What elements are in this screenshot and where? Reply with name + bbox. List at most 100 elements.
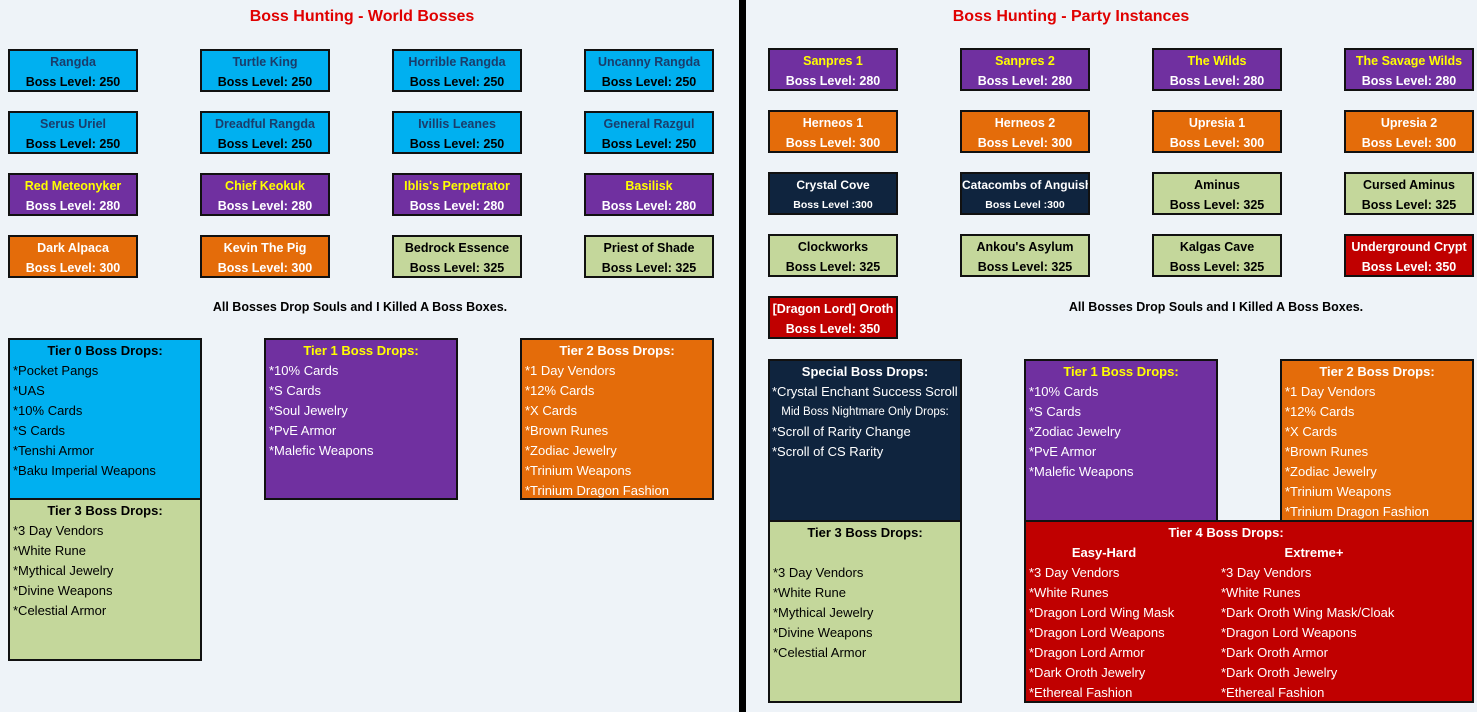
world-bosses-note: All Bosses Drop Souls and I Killed A Bos… — [212, 300, 508, 314]
boss-name: Dark Alpaca — [37, 241, 109, 255]
boss-name: Upresia 1 — [1188, 116, 1246, 130]
drop-item: *Baku Imperial Weapons — [13, 463, 156, 478]
boss-level: Boss Level: 325 — [601, 261, 697, 275]
boss-name: Serus Uriel — [39, 117, 106, 131]
drop-item: *Celestial Armor — [773, 645, 867, 660]
drop-item: *White Rune — [773, 585, 846, 600]
drop-item: *1 Day Vendors — [525, 363, 616, 378]
boss-level: Boss Level: 325 — [1169, 198, 1265, 212]
boss-name: Horrible Rangda — [408, 55, 506, 69]
tier3-heading: Tier 3 Boss Drops: — [807, 525, 923, 540]
drop-item: *12% Cards — [1285, 404, 1355, 419]
panel-divider — [739, 0, 746, 712]
drop-item: *Trinium Dragon Fashion — [525, 483, 670, 498]
boss-level: Boss Level: 280 — [1169, 74, 1265, 88]
world-tier3-drops: Tier 3 Boss Drops: *3 Day Vendors *White… — [8, 498, 202, 661]
drop-item: *Pocket Pangs — [13, 363, 99, 378]
party-tier1-drops: Tier 1 Boss Drops: *10% Cards *S Cards *… — [1024, 359, 1218, 522]
boss-name: [Dragon Lord] Oroth — [772, 302, 894, 316]
drop-item: *Divine Weapons — [773, 625, 873, 640]
boss-level: Boss Level: 325 — [409, 261, 505, 275]
boss-level: Boss Level: 280 — [409, 199, 505, 213]
boss-level: Boss Level: 280 — [25, 199, 121, 213]
drop-item: *Mythical Jewelry — [773, 605, 874, 620]
drop-item: *Mythical Jewelry — [13, 563, 114, 578]
boss-name: Priest of Shade — [603, 241, 695, 255]
boss-level: Boss Level: 250 — [217, 75, 313, 89]
drop-item: *X Cards — [1285, 424, 1338, 439]
party-instances-title: Boss Hunting - Party Instances — [952, 8, 1190, 25]
boss-level: Boss Level: 250 — [409, 75, 505, 89]
boss-level: Boss Level: 300 — [25, 261, 121, 275]
party-boss-card: Upresia 2 Boss Level: 300 — [1344, 110, 1474, 153]
boss-name: Red Meteonyker — [24, 179, 122, 193]
boss-level: Boss Level: 250 — [601, 137, 697, 151]
world-tier1-drops: Tier 1 Boss Drops: *10% Cards *S Cards *… — [264, 338, 458, 500]
tier2-heading: Tier 2 Boss Drops: — [559, 343, 675, 358]
boss-level: Boss Level: 325 — [1169, 260, 1265, 274]
drop-item: *10% Cards — [269, 363, 339, 378]
drop-item: *White Runes — [1221, 585, 1301, 600]
drop-item: *Tenshi Armor — [13, 443, 94, 458]
boss-name: Crystal Cove — [796, 178, 870, 192]
drop-item: *Dragon Lord Wing Mask — [1029, 605, 1175, 620]
boss-name: Bedrock Essence — [404, 241, 510, 255]
drop-item: *White Rune — [13, 543, 86, 558]
drop-item: *Celestial Armor — [13, 603, 107, 618]
boss-name: The Wilds — [1187, 54, 1247, 68]
boss-level: Boss Level: 250 — [409, 137, 505, 151]
world-bosses-title: Boss Hunting - World Bosses — [249, 8, 475, 25]
drop-item: *Dark Oroth Jewelry — [1029, 665, 1146, 680]
boss-level: Boss Level: 300 — [1361, 136, 1457, 150]
boss-level: Boss Level: 250 — [25, 75, 121, 89]
boss-level: Boss Level: 350 — [785, 322, 881, 336]
boss-name: The Savage Wilds — [1355, 54, 1463, 68]
boss-name: Turtle King — [232, 55, 298, 69]
boss-level: Boss Level: 325 — [1361, 198, 1457, 212]
boss-level: Boss Level: 325 — [785, 260, 881, 274]
tier4-heading: Tier 4 Boss Drops: — [1168, 525, 1284, 540]
drop-item: *Malefic Weapons — [269, 443, 374, 458]
boss-name: Cursed Aminus — [1363, 178, 1455, 192]
boss-level: Boss Level: 250 — [217, 137, 313, 151]
party-instances-note: All Bosses Drop Souls and I Killed A Bos… — [1068, 300, 1364, 314]
drop-item: *Dragon Lord Armor — [1029, 645, 1145, 660]
drop-item: *Dragon Lord Weapons — [1029, 625, 1165, 640]
boss-name: Sanpres 1 — [803, 54, 863, 68]
boss-name: Catacombs of Anguish — [962, 178, 1088, 192]
drop-item: *Zodiac Jewelry — [1285, 464, 1377, 479]
drop-item: *Dragon Lord Weapons — [1221, 625, 1357, 640]
drop-item: *Brown Runes — [525, 423, 609, 438]
drop-item: *Divine Weapons — [13, 583, 113, 598]
tier4-easy-column: Easy-Hard *3 Day Vendors *White Runes *D… — [1029, 543, 1219, 703]
drop-item: *Dark Oroth Wing Mask/Cloak — [1221, 605, 1395, 620]
drop-item: *Zodiac Jewelry — [525, 443, 617, 458]
drop-item: *X Cards — [525, 403, 578, 418]
boss-name: Kevin The Pig — [223, 241, 307, 255]
tier1-heading: Tier 1 Boss Drops: — [1063, 364, 1179, 379]
drop-item: *Malefic Weapons — [1029, 464, 1134, 479]
drop-item: *1 Day Vendors — [1285, 384, 1376, 399]
drop-item: *Zodiac Jewelry — [1029, 424, 1121, 439]
boss-name: Upresia 2 — [1380, 116, 1438, 130]
drop-item: *Crystal Enchant Success Scroll — [772, 384, 958, 399]
boss-level: Boss Level: 280 — [977, 74, 1073, 88]
boss-level: Boss Level: 325 — [977, 260, 1073, 274]
boss-level: Boss Level: 280 — [601, 199, 697, 213]
drop-item: *3 Day Vendors — [13, 523, 104, 538]
boss-name: Ankou's Asylum — [976, 240, 1074, 254]
boss-name: Kalgas Cave — [1179, 240, 1255, 254]
